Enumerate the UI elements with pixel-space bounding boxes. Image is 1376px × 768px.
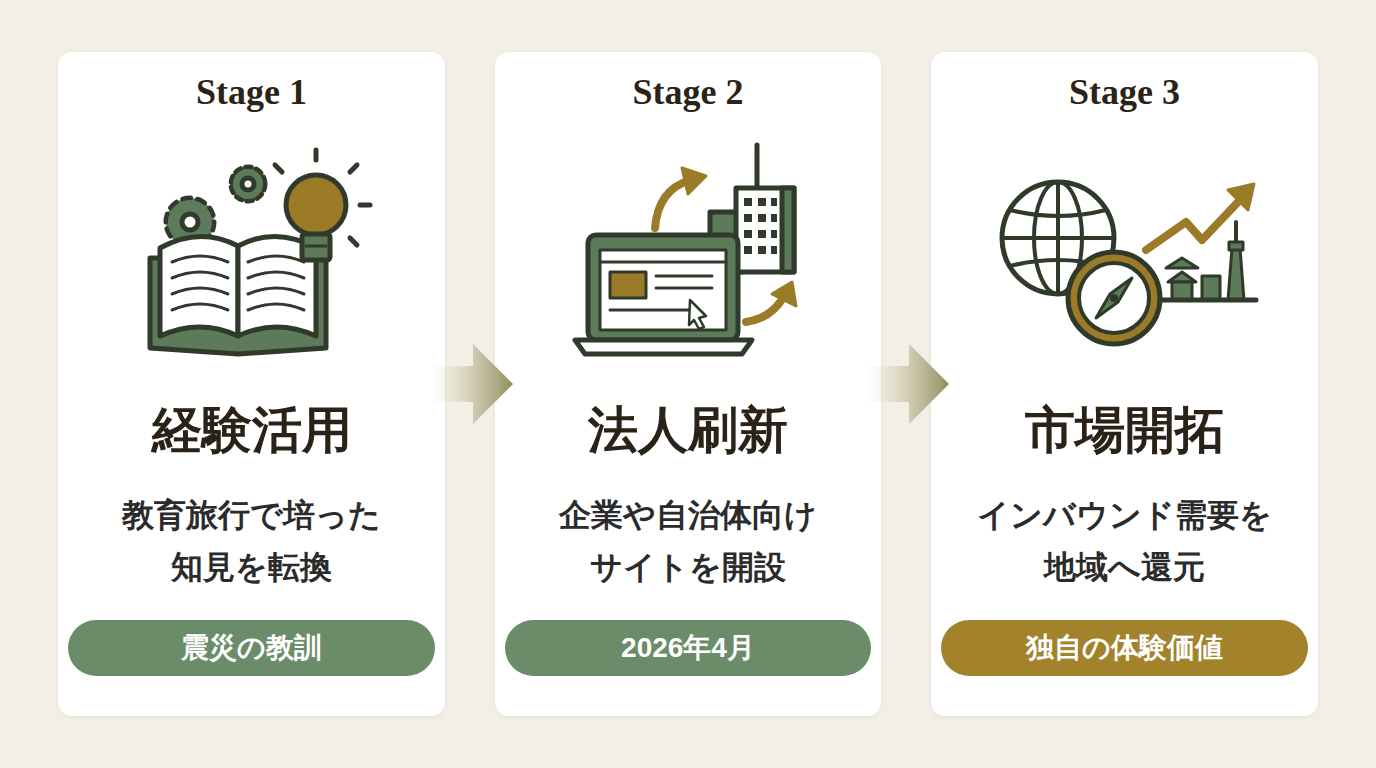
- icon-shape: [771, 214, 777, 222]
- icon-shape: [656, 275, 712, 278]
- icon-shape: [182, 214, 198, 230]
- icon-shape: [744, 198, 752, 206]
- icon-shape: [248, 272, 304, 278]
- icon-shape: [689, 300, 706, 329]
- icon-shape: [360, 203, 370, 208]
- icon-shape: [231, 167, 265, 201]
- icon-shape: [758, 246, 766, 254]
- icon-shape: [58, 52, 445, 716]
- stage-card: Stage 1 経験活用教育旅行で培った 知見を転換震災の教訓: [58, 52, 445, 716]
- tag-pill: 独自の体験価値: [941, 620, 1308, 676]
- icon-shape: [736, 188, 794, 272]
- icon-shape: [172, 288, 228, 294]
- icon-shape: [610, 309, 690, 312]
- tag-pill: 2026年4月: [505, 620, 871, 676]
- stage-title: 経験活用: [68, 399, 435, 461]
- tag-pill: 震災の教訓: [68, 620, 435, 676]
- website-icon: [575, 145, 796, 354]
- icon-shape: [495, 52, 881, 716]
- stage-card: Stage 3 市場開拓インバウンド需要を 地域へ還元独自の体験価値: [931, 52, 1318, 716]
- icon-shape: [233, 169, 263, 199]
- icon-shape: [746, 296, 784, 322]
- icon-shape: [771, 198, 777, 206]
- icon-shape: [1068, 252, 1160, 344]
- stage-title: 法人刷新: [505, 399, 871, 461]
- flow-arrow: [867, 344, 949, 424]
- icon-shape: [1002, 236, 1114, 240]
- icon-shape: [610, 272, 646, 298]
- icon-shape: [1110, 294, 1118, 302]
- icon-shape: [1228, 184, 1254, 210]
- card-grounds: [58, 52, 1318, 716]
- icon-shape: [286, 175, 346, 235]
- stage-description: 教育旅行で培った 知見を転換: [68, 489, 435, 593]
- icon-shape: [575, 340, 752, 354]
- flow-arrow: [431, 344, 513, 424]
- tag-label: 独自の体験価値: [941, 620, 1308, 676]
- icon-shape: [931, 52, 1318, 716]
- icon-shape: [1166, 258, 1198, 268]
- icon-shape: [758, 198, 766, 206]
- icon-shape: [172, 256, 228, 262]
- icon-shape: [1172, 282, 1192, 300]
- tag-label: 2026年4月: [505, 620, 871, 676]
- icon-shape: [1228, 248, 1244, 300]
- icon-shape: [1202, 276, 1220, 300]
- icon-shape: [600, 261, 726, 264]
- icon-shape: [744, 214, 752, 222]
- icon-shape: [350, 238, 357, 245]
- icon-shape: [1146, 200, 1240, 250]
- icon-shape: [350, 165, 357, 172]
- stage-description: インバウンド需要を 地域へ還元: [941, 489, 1308, 593]
- icon-shape: [275, 165, 282, 172]
- icon-shape: [656, 287, 712, 290]
- market-icon: [1002, 182, 1256, 344]
- icon-shape: [242, 178, 254, 190]
- icon-shape: [758, 214, 766, 222]
- icon-shape: [782, 188, 794, 272]
- icon-shape: [248, 256, 304, 262]
- stage-title: 市場開拓: [941, 399, 1308, 461]
- icon-shape: [758, 230, 766, 238]
- icon-shape: [1010, 210, 1106, 216]
- icon-shape: [1160, 298, 1256, 303]
- icon-shape: [771, 246, 777, 254]
- icon-shape: [744, 246, 752, 254]
- icon-shape: [771, 230, 777, 238]
- icon-shape: [1096, 278, 1132, 318]
- icon-shape: [588, 235, 738, 340]
- stage-label: Stage 3: [941, 70, 1308, 114]
- icon-shape: [172, 272, 228, 278]
- knowledge-icon: [150, 150, 370, 354]
- stage-label: Stage 1: [68, 70, 435, 114]
- tag-label: 震災の教訓: [68, 620, 435, 676]
- icon-shape: [682, 168, 706, 194]
- icon-shape: [306, 245, 326, 248]
- icon-shape: [160, 236, 238, 336]
- icon-shape: [755, 145, 760, 188]
- icon-shape: [248, 288, 304, 294]
- icon-shape: [744, 230, 752, 238]
- stage-label: Stage 2: [505, 70, 871, 114]
- icon-shape: [302, 234, 330, 260]
- icon-shape: [655, 180, 690, 228]
- stage-description: 企業や自治体向け サイトを開設: [505, 489, 871, 593]
- icon-shape: [1079, 263, 1149, 333]
- icon-shape: [1229, 242, 1243, 250]
- icon-shape: [772, 282, 796, 306]
- icon-shape: [600, 250, 726, 330]
- stage-card: Stage 2 法人刷新企業や自治体向け サイトを開設 2026年4月: [495, 52, 881, 716]
- icon-shape: [314, 150, 319, 160]
- icon-shape: [172, 304, 228, 310]
- icon-shape: [248, 304, 304, 310]
